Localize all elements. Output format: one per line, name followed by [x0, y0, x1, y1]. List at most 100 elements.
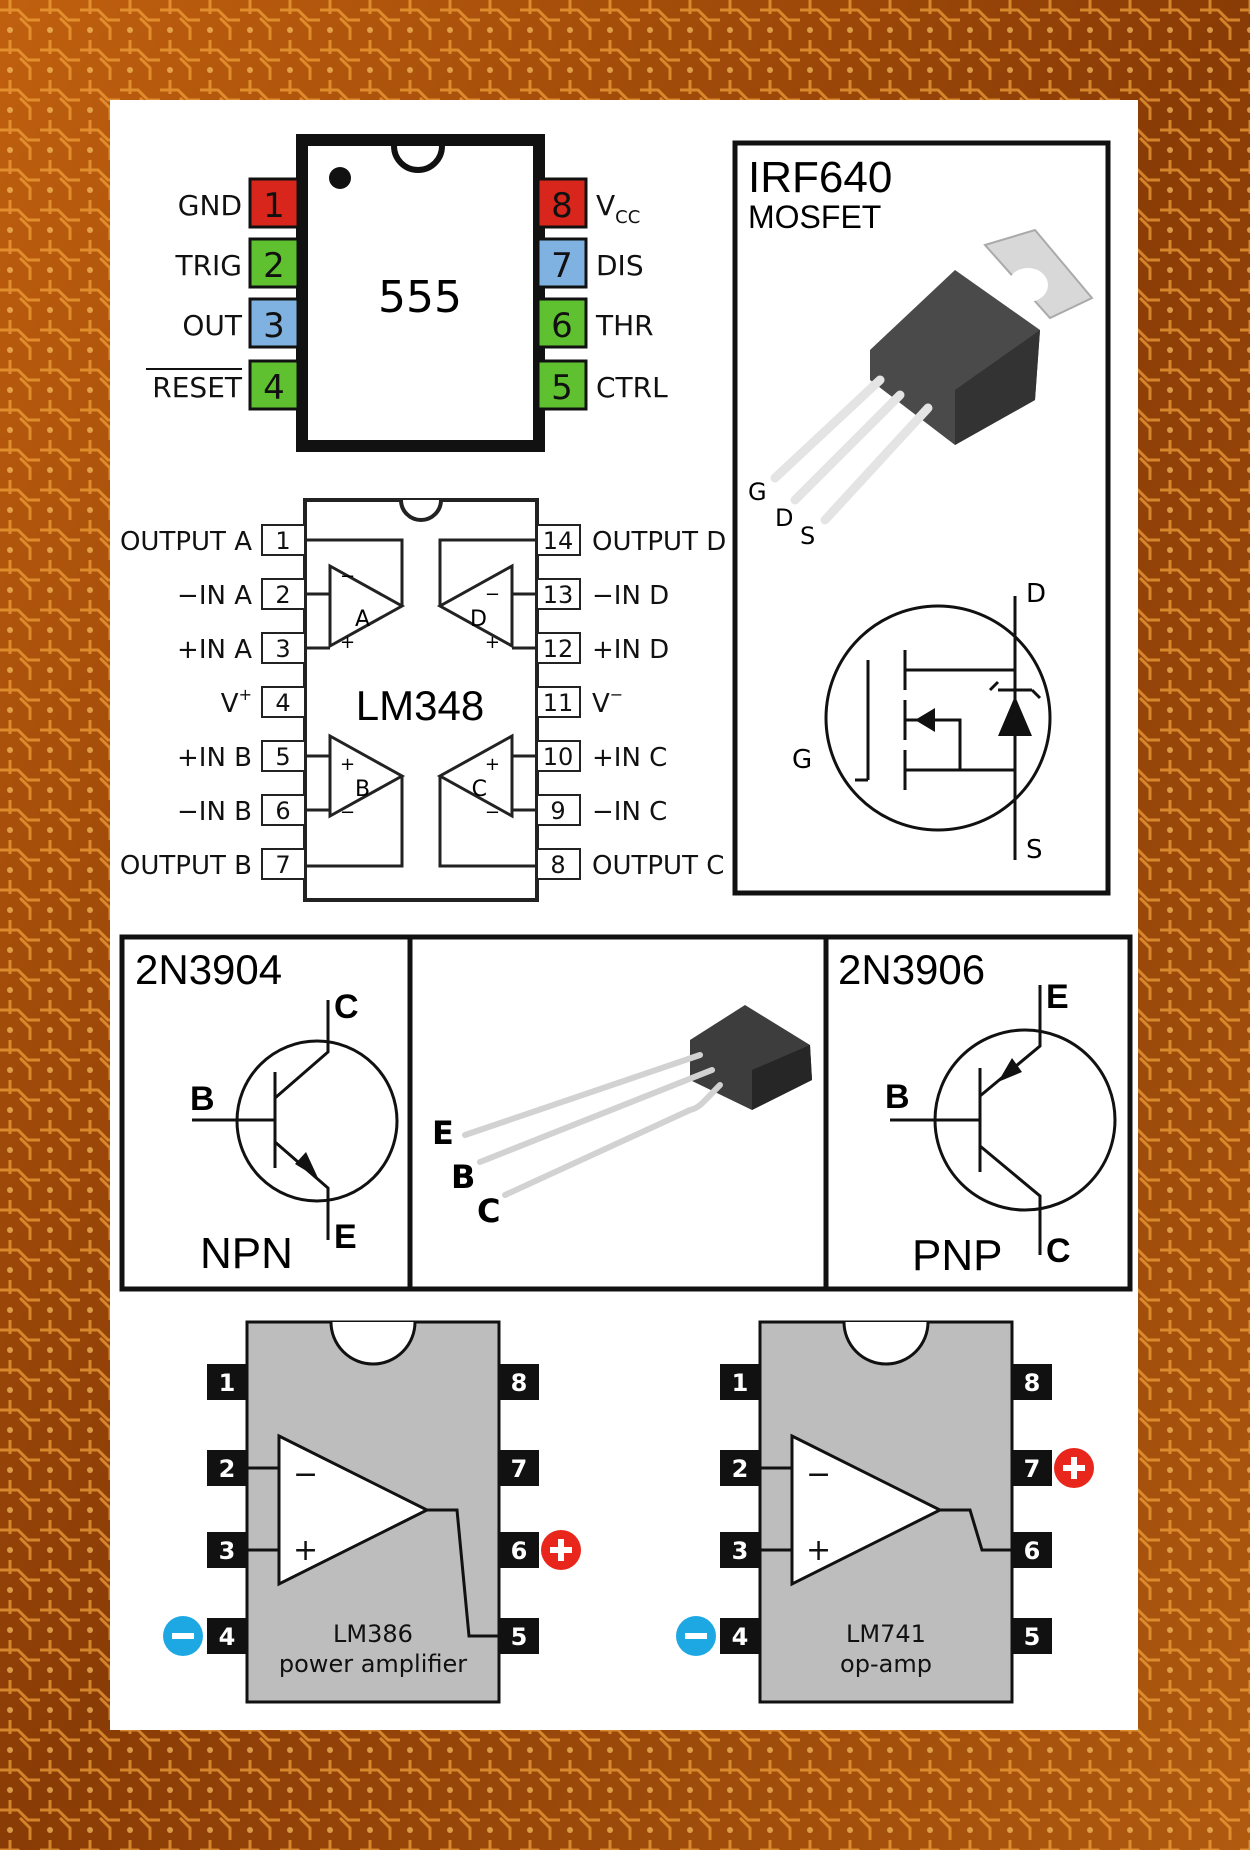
lm348-pin-9-number: 9 — [550, 797, 565, 825]
lm348-pin-12-number: 12 — [543, 635, 574, 663]
pin555-6-label: THR — [595, 309, 654, 342]
lm386-desc: power amplifier — [279, 1650, 467, 1678]
lm741-pin-5-box — [1012, 1618, 1052, 1654]
lm348-pin-1-number: 1 — [275, 527, 290, 555]
npn-type: NPN — [200, 1229, 293, 1278]
lm348-pin-10-box — [536, 740, 581, 772]
lm386-pin-1: 1 — [219, 1369, 236, 1397]
pin555-8-number: 8 — [551, 186, 573, 226]
lm348-pin-1-box — [261, 524, 306, 556]
pin555-1-number: 1 — [263, 186, 285, 226]
lm741-output-trace — [940, 1508, 1012, 1552]
pin555-5-box — [536, 359, 588, 411]
lm386-pin-1-box — [207, 1364, 247, 1400]
npn-b-label: B — [190, 1080, 215, 1118]
lm348-pin-6-number: 6 — [275, 797, 290, 825]
pin555-4-number: 4 — [263, 368, 285, 408]
svg-text:−: − — [340, 802, 355, 823]
lm348-pin-3-label: +IN A — [177, 635, 252, 665]
lm386-pin-8-box — [499, 1364, 539, 1400]
lm348-pin-6-label: −IN B — [177, 797, 252, 827]
lm386-minus-label: − — [293, 1457, 318, 1492]
lm348-pin-4-label: V+ — [221, 685, 252, 719]
transistor-row: 2N3904 C B E NPN E — [119, 934, 1133, 1292]
pin555-1-label: GND — [178, 189, 242, 222]
lm348-pin-13-label: −IN D — [592, 581, 669, 611]
lm741-pin-7-box — [1012, 1450, 1052, 1486]
irf640-panel: IRF640 MOSFET G D S — [732, 140, 1111, 896]
lm741-notch — [842, 1321, 930, 1366]
pnp-b-label: B — [885, 1078, 910, 1116]
amp-c-label: C — [472, 777, 487, 802]
lm386-pin-5: 5 — [511, 1623, 528, 1651]
lm348-pin-8-number: 8 — [550, 851, 565, 879]
npn-e-label: E — [334, 1218, 357, 1256]
lm348-notch — [399, 499, 443, 522]
to92-package: E B C — [432, 1005, 812, 1230]
lm348-pin-1-label: OUTPUT A — [120, 527, 252, 557]
irf640-pin-d: D — [775, 504, 793, 532]
lm386-notch — [329, 1321, 417, 1366]
pin555-2-number: 2 — [263, 246, 285, 286]
lm386-pin-2: 2 — [219, 1455, 236, 1483]
lm741-name: LM741 — [846, 1620, 926, 1648]
pin555-2-label: TRIG — [174, 249, 242, 282]
pin555-3-number: 3 — [263, 306, 285, 346]
lm741-pin-2: 2 — [732, 1455, 749, 1483]
lm386-plus-label: + — [293, 1533, 318, 1568]
pin555-6-number: 6 — [551, 306, 573, 346]
amp-d-label: D — [470, 607, 487, 632]
svg-text:+: + — [340, 754, 355, 775]
lm348-pin-6-box — [261, 794, 306, 826]
pin555-7-number: 7 — [551, 246, 573, 286]
chip-555-notch — [391, 145, 445, 173]
pin555-5-number: 5 — [551, 368, 573, 408]
lm741-minus-label: − — [806, 1457, 831, 1492]
mosfet-g-label: G — [792, 745, 812, 775]
lm348-pin-9-box — [536, 794, 581, 826]
lm386-output-trace — [427, 1508, 499, 1638]
irf640-title: IRF640 — [748, 153, 892, 202]
lm741-plus-label: + — [806, 1533, 831, 1568]
lm741-pin-6-box — [1012, 1532, 1052, 1568]
lm741-pin-4: 4 — [732, 1623, 749, 1651]
amp-a-label: A — [355, 607, 370, 632]
to92-pin-c: C — [477, 1192, 500, 1230]
lm348-pin-7-box — [261, 848, 306, 880]
lm348-pin-12-label: +IN D — [592, 635, 669, 665]
lm741-pin-8: 8 — [1024, 1369, 1041, 1397]
lm386-pin-2-box — [207, 1450, 247, 1486]
lm348-pin-10-label: +IN C — [592, 743, 667, 773]
lm348-pin-13-number: 13 — [543, 581, 574, 609]
to220-package — [770, 228, 1094, 525]
pin555-2-box — [248, 237, 300, 289]
pin555-1-box — [248, 177, 300, 229]
chip-555-body — [296, 134, 545, 452]
lm348-pin-14-label: OUTPUT D — [592, 527, 726, 557]
lm348-pin-7-label: OUTPUT B — [120, 851, 252, 881]
lm386-amp-triangle — [277, 1433, 431, 1587]
lm386-pin-8: 8 — [511, 1369, 528, 1397]
lm741-pin-6: 6 — [1024, 1537, 1041, 1565]
amp-b-label: B — [355, 777, 370, 802]
lm386-name: LM386 — [333, 1620, 413, 1648]
lm741-pin-1-box — [720, 1364, 760, 1400]
lm741-desc: op-amp — [840, 1650, 932, 1678]
lm741-pin-4-box — [720, 1618, 760, 1654]
svg-text:−: − — [485, 802, 500, 823]
npn-title: 2N3904 — [135, 946, 282, 993]
lm386-pin-6: 6 — [511, 1537, 528, 1565]
svg-text:−: − — [340, 566, 355, 587]
lm348-pin-2-label: −IN A — [177, 581, 252, 611]
lm741-pin-2-box — [720, 1450, 760, 1486]
irf640-pin-g: G — [748, 478, 767, 506]
lm348-pin-4-box — [261, 686, 306, 718]
amp-b-triangle — [328, 733, 406, 819]
pnp-title: 2N3906 — [838, 946, 985, 993]
pin555-7-box — [536, 237, 588, 289]
lm348-body — [303, 498, 539, 902]
